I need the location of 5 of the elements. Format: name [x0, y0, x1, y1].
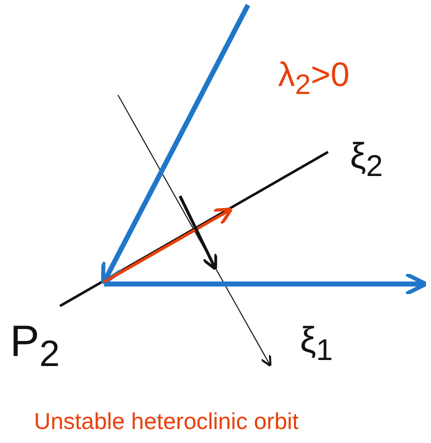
point-label: P$_{2}$ — [10, 320, 60, 372]
axis-label: ξ$_{2}$ — [350, 138, 383, 182]
axis-label: ξ$_{1}$ — [300, 322, 333, 366]
caption: Unstable heteroclinic orbit — [34, 410, 299, 433]
eigenvalue-label: λ$_{2}$>0 — [278, 58, 350, 100]
